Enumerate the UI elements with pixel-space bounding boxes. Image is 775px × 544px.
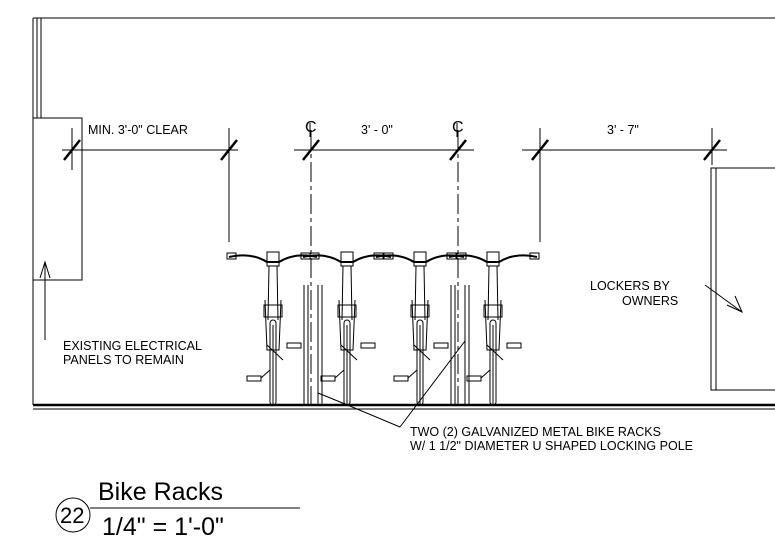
electrical-panel — [32, 117, 83, 281]
bike-front-view — [300, 251, 394, 406]
detail-title-block: 22 Bike Racks 1/4" = 1'-0" — [55, 478, 300, 541]
leader-lockers-arrow — [726, 295, 743, 314]
leader-lockers — [704, 284, 743, 313]
centerline-symbol-1: C — [305, 119, 317, 137]
bike-front-view — [373, 251, 467, 406]
detail-number: 22 — [60, 503, 84, 528]
detail-title: Bike Racks — [98, 478, 223, 506]
bikes-group — [226, 251, 540, 406]
dimension-locker-gap: 3' - 7" — [607, 123, 639, 137]
dimension-tick — [703, 139, 721, 161]
dimension-min-clear: MIN. 3'-0" CLEAR — [88, 123, 188, 137]
centerline-symbol-2: C — [452, 119, 464, 137]
bike-front-view — [226, 251, 320, 406]
dimension-tick — [220, 139, 238, 161]
detail-scale: 1/4" = 1'-0" — [102, 513, 224, 541]
note-racks-line2: W/ 1 1/2" DIAMETER U SHAPED LOCKING POLE — [410, 439, 693, 453]
dimension-tick — [63, 139, 81, 161]
bike-rack-2 — [450, 285, 470, 405]
note-electrical-line1: EXISTING ELECTRICAL — [63, 339, 202, 353]
svg-text:C: C — [305, 119, 317, 136]
svg-text:C: C — [452, 119, 464, 136]
lockers-outline — [710, 167, 775, 391]
note-lockers-line2: OWNERS — [622, 294, 678, 308]
note-lockers-line1: LOCKERS BY — [590, 279, 671, 293]
dimension-tick — [531, 139, 549, 161]
bike-rack-1 — [303, 285, 323, 405]
leader-racks-1 — [317, 392, 401, 428]
bike-front-view — [446, 251, 540, 406]
leader-racks-2 — [399, 340, 466, 428]
note-electrical-line2: PANELS TO REMAIN — [63, 353, 184, 367]
leader-electrical-arrow — [39, 260, 51, 279]
detail-number-circle — [55, 497, 91, 533]
dimension-rack-spacing: 3' - 0" — [361, 123, 393, 137]
note-racks-line1: TWO (2) GALVANIZED METAL BIKE RACKS — [410, 425, 661, 439]
